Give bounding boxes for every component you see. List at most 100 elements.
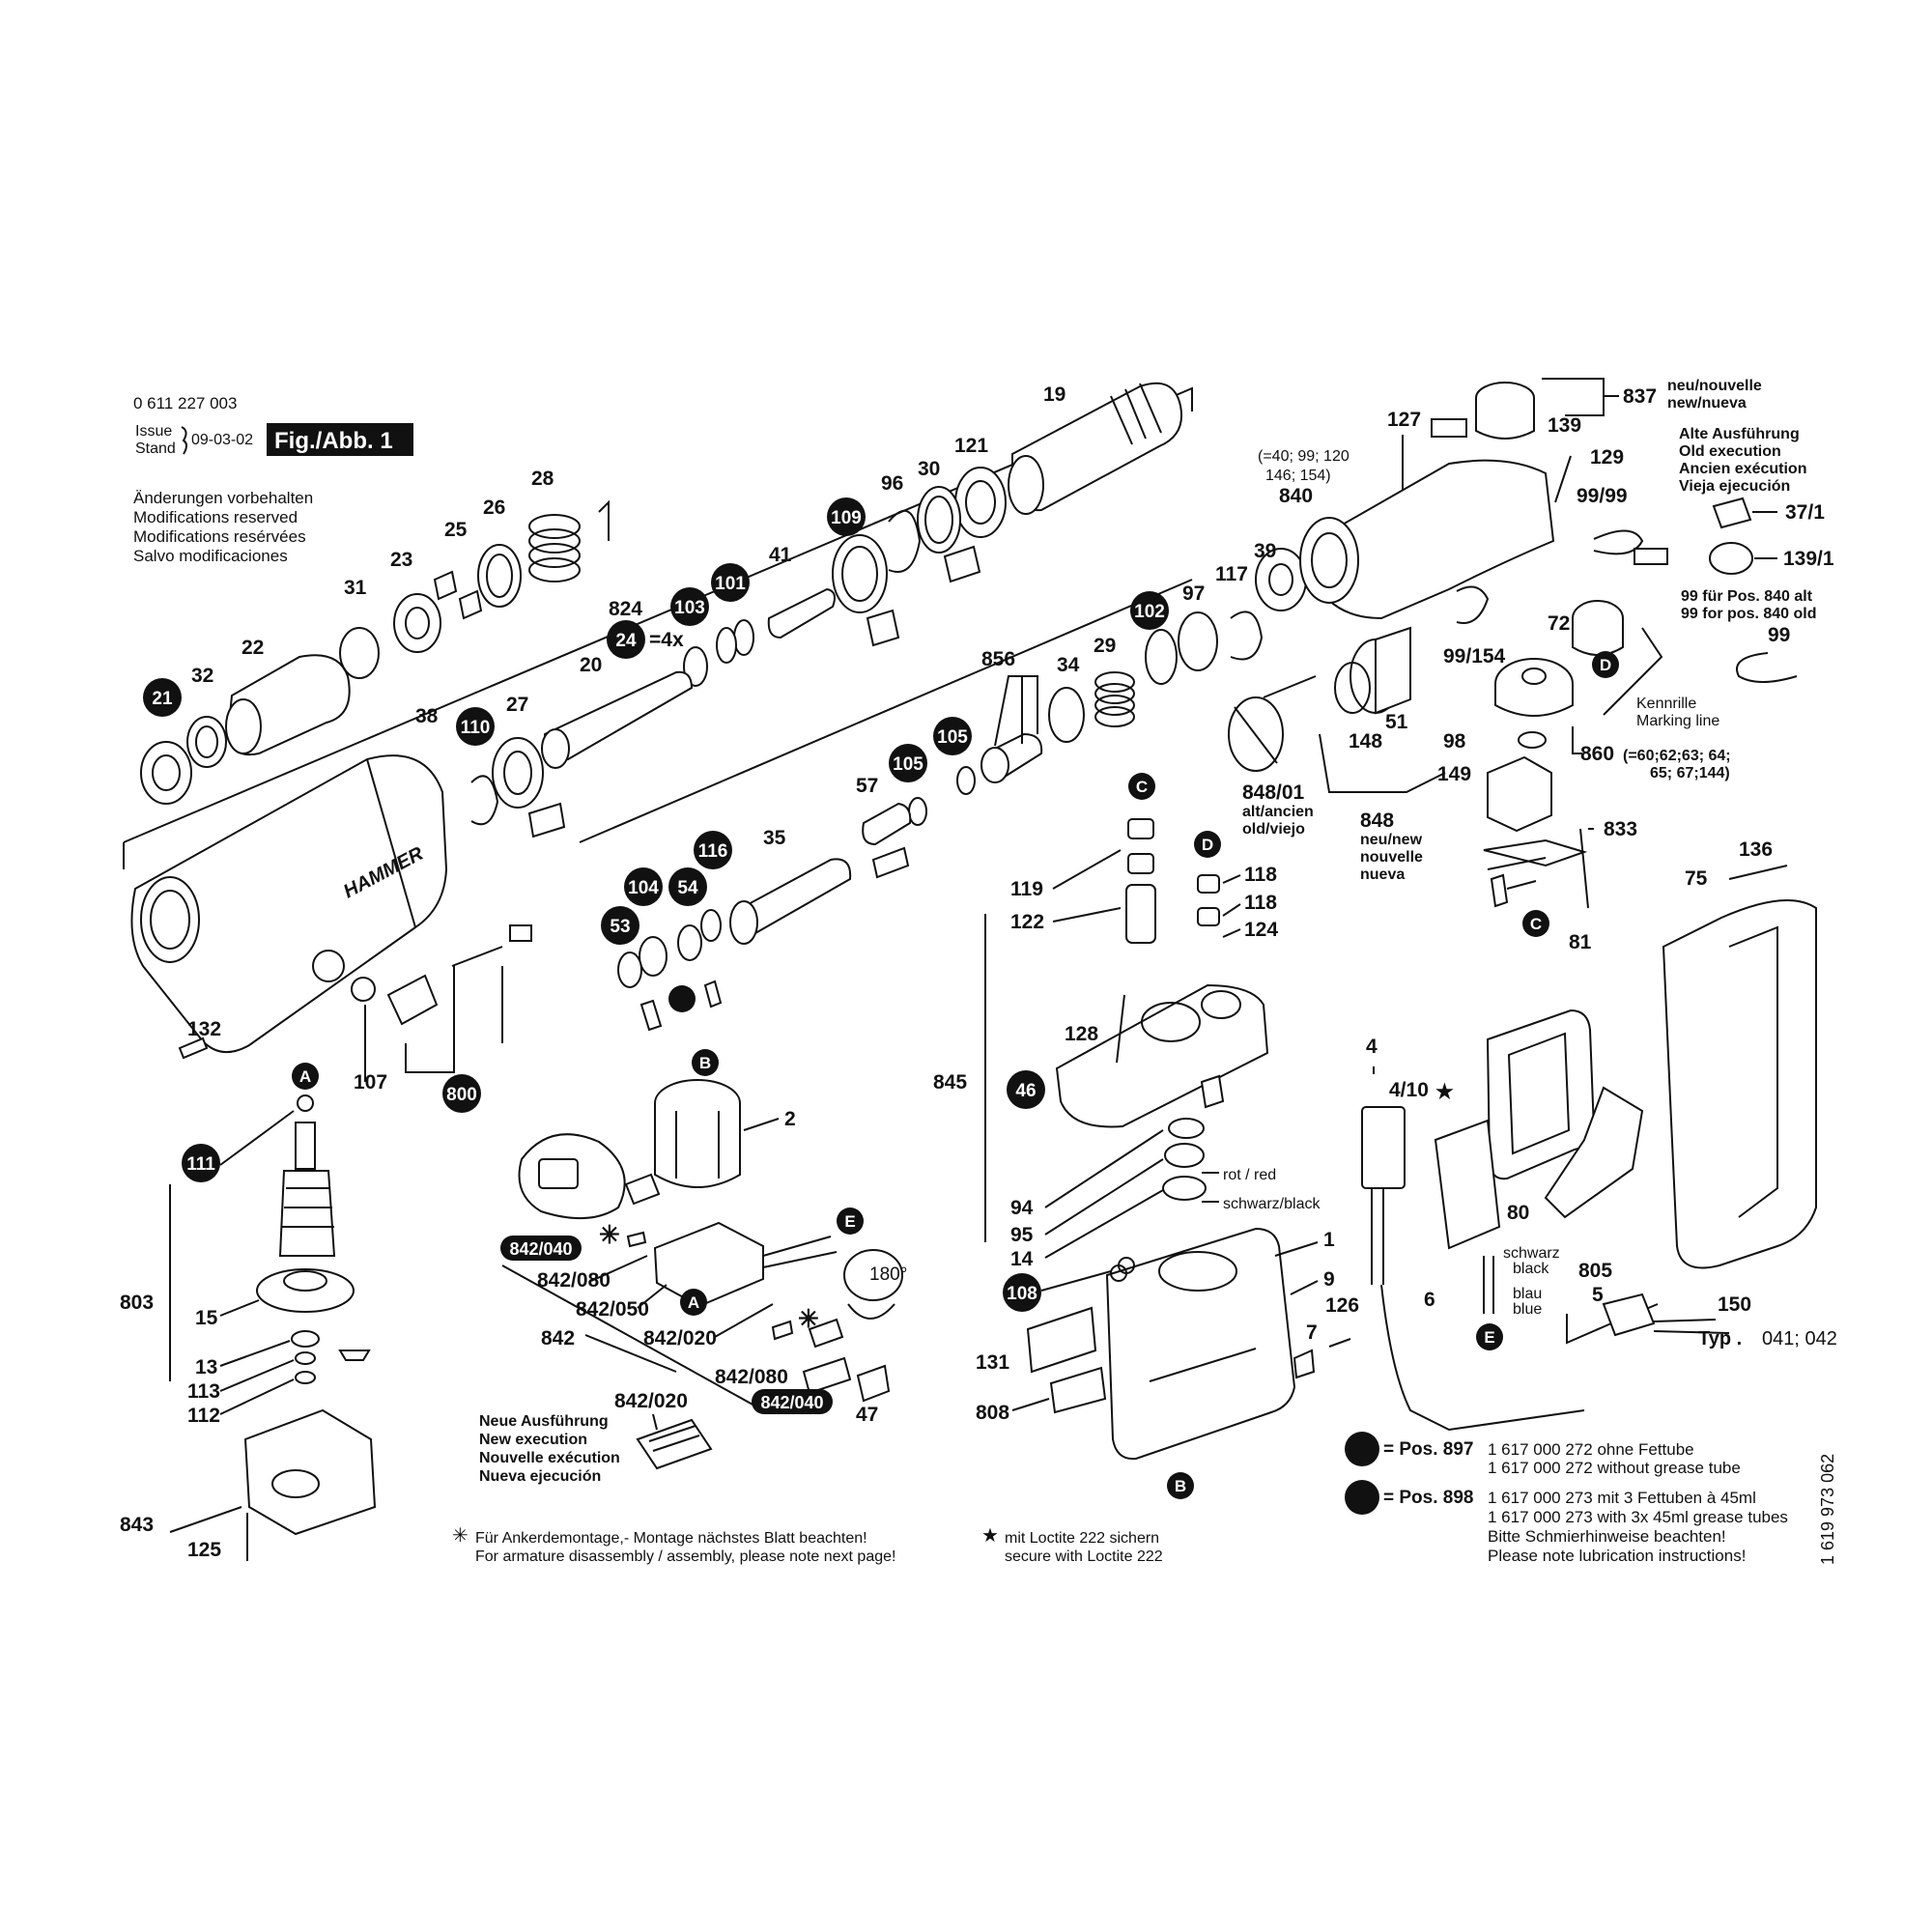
cap-23-part xyxy=(393,593,441,653)
o-ring-111-part xyxy=(297,1094,314,1112)
pos-897-line2: 1 617 000 272 without grease tube xyxy=(1488,1459,1741,1477)
o-ring-116-part xyxy=(700,909,722,942)
leader-808 xyxy=(1011,1398,1050,1411)
leader-marking-line xyxy=(1603,627,1663,716)
screw-136-part xyxy=(1728,865,1788,880)
typ-label: Typ . xyxy=(1698,1328,1742,1350)
clip-7-part xyxy=(1293,1349,1316,1379)
callout-118a: 118 xyxy=(1244,864,1277,886)
wire-black-en: black xyxy=(1513,1261,1549,1277)
asterisk-marker-a: ✳ xyxy=(599,1220,620,1249)
brush-spring-part xyxy=(624,1173,661,1206)
badge-108 xyxy=(1003,1273,1041,1312)
callout-94: 94 xyxy=(1010,1197,1034,1219)
callout-19: 19 xyxy=(1043,384,1065,406)
badge-104 xyxy=(624,867,663,906)
housing-38-part xyxy=(130,754,448,1053)
callout-842-080b: 842/080 xyxy=(715,1366,788,1388)
leaders-118-124 xyxy=(1222,874,1241,938)
clip-99-part xyxy=(1736,652,1798,683)
gear-72-part xyxy=(1572,600,1624,656)
callout-20: 20 xyxy=(580,654,602,676)
badge-53 xyxy=(601,906,639,945)
wire-blue-de: blau xyxy=(1513,1286,1542,1302)
note-old-en: Old execution xyxy=(1679,443,1781,460)
callout-2: 2 xyxy=(784,1108,796,1130)
callout-24x: =4x xyxy=(649,629,684,651)
badge-102 xyxy=(1130,591,1169,630)
connector-letter-D-mid xyxy=(1592,651,1619,678)
connector-letter-B-top xyxy=(692,1049,719,1076)
star-note-marker: ★ xyxy=(981,1525,999,1547)
circlip-110-part xyxy=(470,775,499,826)
note-marking-en: Marking line xyxy=(1636,713,1719,729)
callout-139-1: 139/1 xyxy=(1783,548,1834,570)
callout-80: 80 xyxy=(1507,1202,1529,1224)
callout-139: 139 xyxy=(1548,414,1581,437)
letter-D-top: D xyxy=(1202,836,1213,854)
striker-41-part xyxy=(767,587,836,639)
note-848-01-line2: old/viejo xyxy=(1242,821,1305,838)
callout-9: 9 xyxy=(1323,1268,1335,1291)
stand-label: Stand xyxy=(135,440,176,457)
guide-line-upper xyxy=(123,386,1193,843)
callout-1: 1 xyxy=(1323,1229,1335,1251)
bearings-119-122-part xyxy=(1125,818,1156,944)
cross-line-848-01 xyxy=(1263,675,1317,698)
leader-843 xyxy=(169,1506,242,1533)
gear-housing-840-part xyxy=(1299,459,1555,620)
callout-105a: 105 xyxy=(937,727,968,748)
callout-103: 103 xyxy=(674,598,705,618)
pos-898-line2: 1 617 000 273 with 3x 45ml grease tubes xyxy=(1488,1508,1788,1526)
callout-104: 104 xyxy=(628,878,659,898)
issue-brace xyxy=(181,426,187,455)
badge-109 xyxy=(827,497,866,536)
pin-part xyxy=(1200,1074,1225,1109)
wire-leads-part xyxy=(1483,1256,1494,1314)
pill-842-040b xyxy=(752,1389,833,1414)
badge-116 xyxy=(694,831,732,869)
badge-105b xyxy=(889,744,927,782)
note-new-exec-en: New execution xyxy=(479,1432,587,1448)
grease-pack-part xyxy=(943,545,981,583)
switch-knob-837-part xyxy=(1475,382,1535,440)
callout-7: 7 xyxy=(1306,1321,1318,1344)
badge-101 xyxy=(711,563,750,602)
callout-856: 856 xyxy=(981,648,1015,670)
cover-81-part xyxy=(1486,1009,1644,1219)
new-brush-part xyxy=(636,1418,713,1470)
modifications-en: Modifications reserved xyxy=(133,508,298,526)
armature-note-en: For armature disassembly / assembly, ple… xyxy=(475,1548,895,1565)
grease-dot-marker xyxy=(668,985,696,1012)
letter-C-bot: C xyxy=(1530,915,1542,933)
callout-842: 842 xyxy=(541,1327,575,1350)
callout-824: 824 xyxy=(609,598,642,620)
dust-cap-21-part xyxy=(140,741,192,805)
leader-842-020b xyxy=(652,1413,658,1431)
callout-34: 34 xyxy=(1057,654,1080,676)
tool-holder-part xyxy=(1008,382,1182,515)
label-strip-part xyxy=(1431,418,1467,438)
washer-98-part xyxy=(1518,731,1547,749)
motor-housing-1-part xyxy=(1105,1227,1296,1461)
schwarz-black-label: schwarz/black xyxy=(1223,1196,1321,1212)
callout-842-020b: 842/020 xyxy=(614,1390,688,1412)
letter-E-a: E xyxy=(844,1212,855,1231)
callout-800: 800 xyxy=(446,1085,477,1105)
ring-32-part xyxy=(186,716,227,768)
note-old-de: Alte Ausführung xyxy=(1679,426,1800,442)
ring-30-part xyxy=(917,486,961,554)
callout-842-020a: 842/020 xyxy=(643,1327,717,1350)
ring-53-part xyxy=(617,952,642,988)
rotation-detail-circle xyxy=(843,1249,903,1301)
pos-898-line1: 1 617 000 273 mit 3 Fettuben à 45ml xyxy=(1488,1489,1756,1507)
connector-letter-E-a xyxy=(837,1208,864,1235)
callout-848-01: 848/01 xyxy=(1242,781,1305,804)
pos-898-dot xyxy=(1345,1480,1379,1515)
ring-97-part xyxy=(1178,611,1218,671)
leaders-94-95-14 xyxy=(1044,1129,1164,1259)
callout-860: 860 xyxy=(1580,743,1614,765)
gear-39-part xyxy=(1255,548,1307,611)
selector-knob-part xyxy=(386,974,439,1026)
